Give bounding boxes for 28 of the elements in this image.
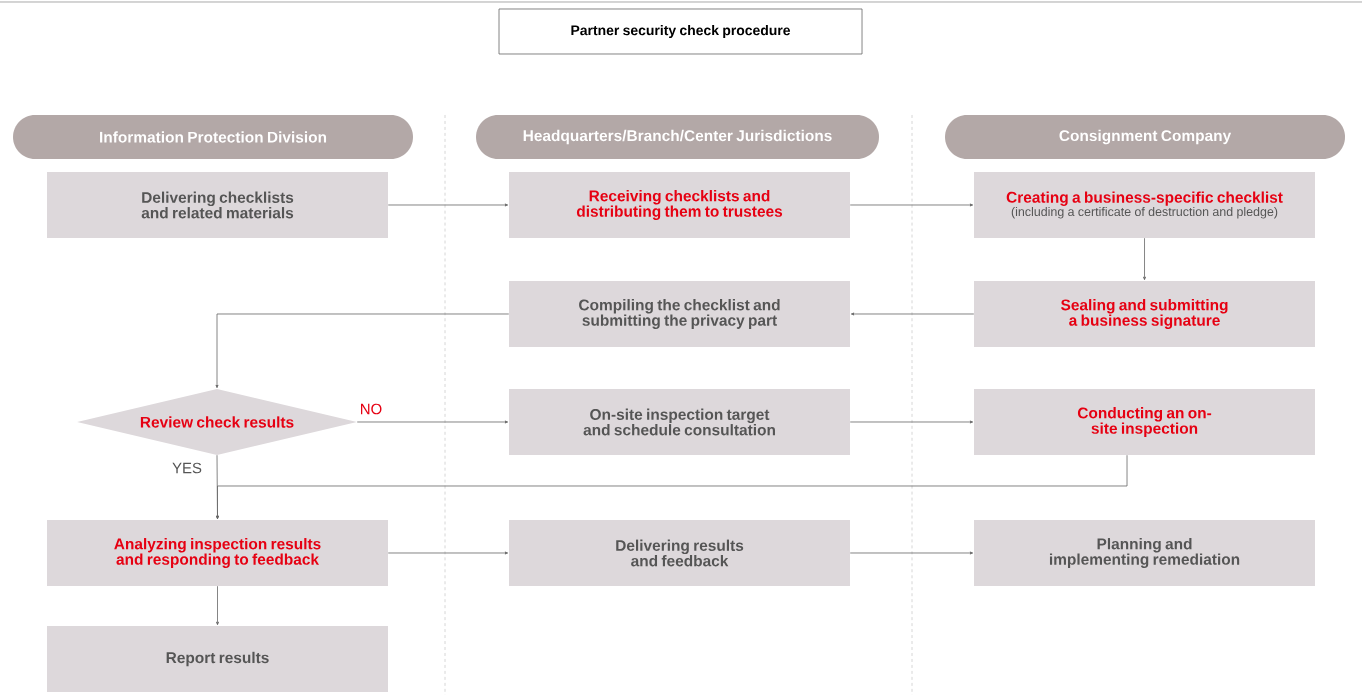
arrow: [356, 420, 509, 424]
lane-header: Headquarters/Branch/Center Jurisdictions: [476, 115, 879, 159]
process-box: Planning and implementing remediation: [974, 520, 1315, 586]
process-box: Report results: [47, 626, 388, 692]
arrow: [849, 420, 974, 424]
arrow: [387, 551, 509, 555]
arrow: [215, 313, 510, 389]
process-box: Delivering checklists and related materials: [47, 172, 388, 238]
process-box: Compiling the checklist and submitting the privacy part: [509, 281, 850, 347]
arrow: [387, 203, 509, 207]
lane-header: Consignment Company: [945, 115, 1345, 159]
arrow: [849, 203, 974, 207]
arrow: [216, 454, 1128, 520]
process-box: On-site inspection target and schedule consultation: [509, 389, 850, 455]
lane-header: Information Protection Division: [13, 115, 413, 159]
arrow: [849, 551, 974, 555]
title-box: Partner security check procedure: [498, 8, 863, 55]
arrow: [1143, 237, 1146, 281]
arrow: [850, 312, 975, 316]
process-box: Creating a business-specific checklist (including a certificate of destruction and pledge): [974, 172, 1315, 238]
arrow: [216, 585, 219, 626]
process-box: Conducting an on-site inspection: [974, 389, 1315, 455]
process-box: Receiving checklists and distributing them to trustees: [509, 172, 850, 238]
process-box: Delivering results and feedback: [509, 520, 850, 586]
edge-label: YES: [171, 461, 203, 475]
process-box: Analyzing inspection results and responding to feedback: [47, 520, 388, 586]
edge-label: NO: [358, 402, 384, 416]
process-box: Sealing and submitting a business signature: [974, 281, 1315, 347]
